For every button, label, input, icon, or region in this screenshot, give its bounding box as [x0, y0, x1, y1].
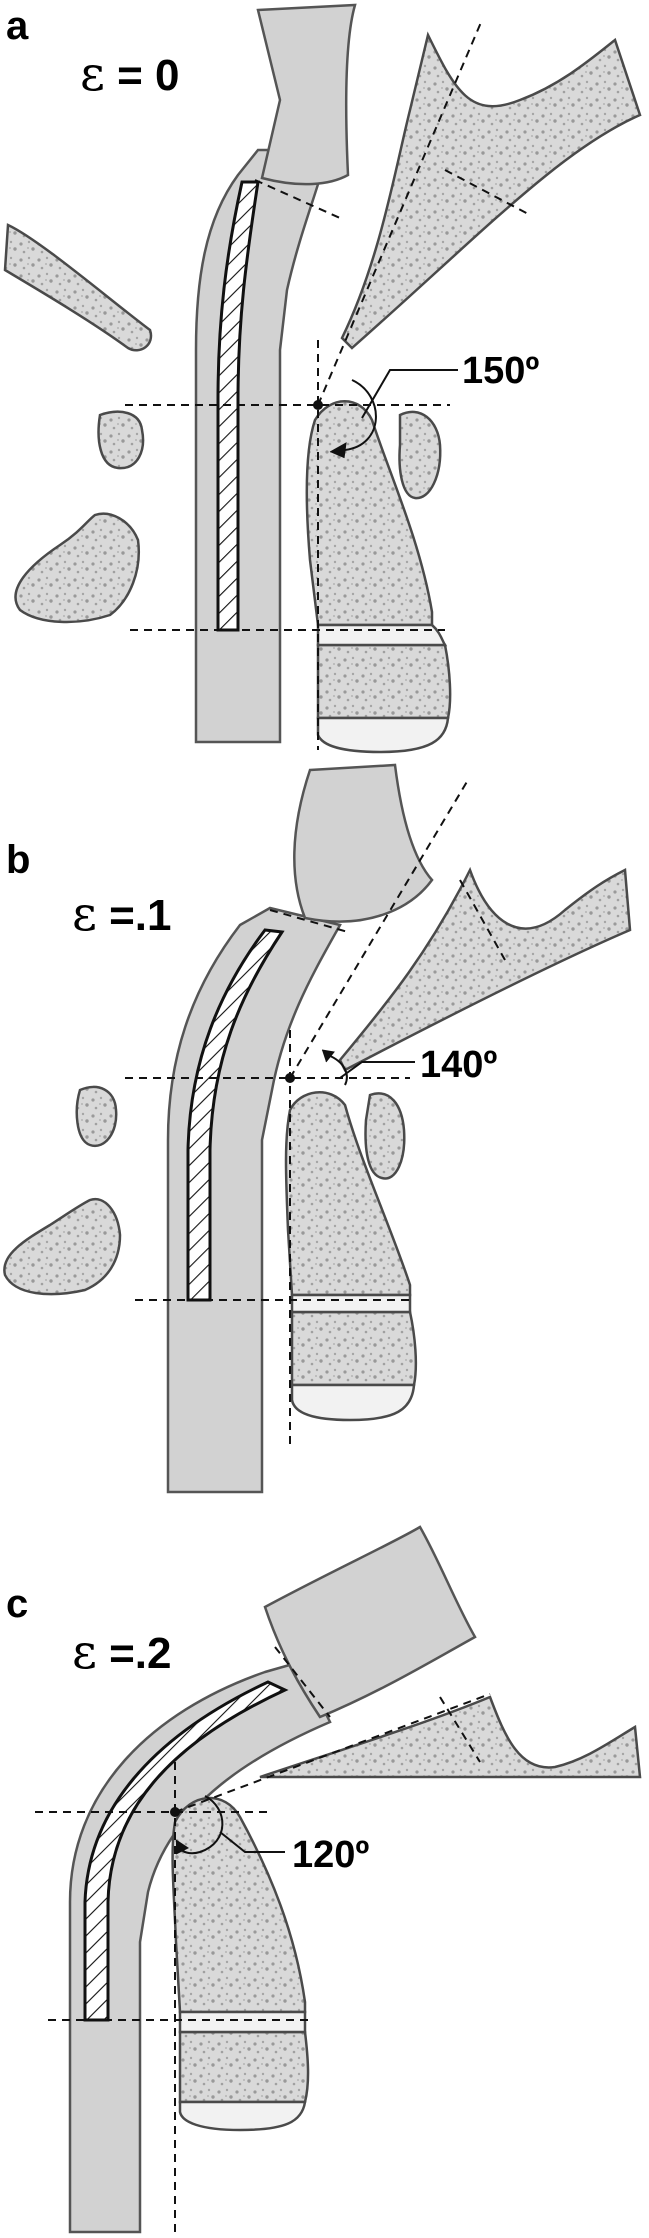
bone-cut-line: [459, 879, 506, 961]
oral-region: [293, 763, 434, 923]
oral-cut-line: [254, 179, 341, 219]
angle-arrow-head: [321, 1049, 335, 1063]
disc-lower: [290, 1383, 416, 1422]
angle-label-c: 120º: [292, 1834, 370, 1876]
panel-c-diagram: [35, 1525, 642, 2237]
bone-cut-line: [444, 169, 531, 216]
panel-b: b ε =.1 140º: [0, 760, 649, 1512]
epsilon-value: =.2: [96, 1629, 172, 1678]
disc-upper: [178, 2010, 307, 2034]
right-small-bone: [398, 410, 442, 500]
vertebra-c2: [284, 1091, 412, 1297]
skull-base-line: [289, 779, 469, 1079]
left-lower-bone: [14, 512, 140, 624]
left-upper-bone: [3, 223, 153, 352]
panel-letter-b: b: [6, 838, 31, 882]
epsilon-symbol: ε: [72, 886, 97, 942]
epsilon-value: = 0: [104, 51, 180, 100]
skull-base-line: [174, 1693, 491, 1813]
panel-letter-c: c: [6, 1582, 29, 1626]
skull-base-bone: [259, 1695, 642, 1779]
panel-b-diagram: [3, 763, 632, 1494]
right-small-bone: [364, 1092, 406, 1180]
angle-arrow-head: [175, 1839, 189, 1855]
oral-cut-line: [274, 1646, 331, 1718]
angle-arc: [327, 1054, 348, 1086]
angle-arc: [344, 379, 377, 451]
epsilon-symbol: ε: [72, 1624, 97, 1680]
disc-lower: [316, 716, 450, 754]
vertex-point: [170, 1807, 180, 1817]
skull-base-bone: [338, 866, 632, 1072]
left-lower-bone: [3, 1197, 122, 1296]
disc-lower: [178, 2100, 307, 2132]
vertex-point: [285, 1073, 295, 1083]
vertebra-c2: [171, 1796, 307, 2014]
skull-base-bone: [340, 31, 642, 350]
left-small-bone: [97, 410, 145, 470]
vertex-point: [313, 400, 323, 410]
vertebra-c3: [316, 643, 452, 720]
left-small-bone: [75, 1085, 118, 1148]
angle-label-b: 140º: [420, 1044, 498, 1086]
angle-arrow-head: [329, 442, 347, 459]
oral-region: [263, 1525, 477, 1719]
endotracheal-tube: [186, 928, 285, 1302]
vertebra-c3: [178, 2030, 310, 2104]
angle-label-a: 150º: [462, 350, 540, 392]
epsilon-value: =.1: [96, 891, 172, 940]
disc-upper: [316, 623, 448, 647]
panel-letter-a: a: [6, 4, 29, 48]
angle-leader: [339, 1061, 415, 1079]
oral-region: [256, 3, 357, 186]
vertebra-c3: [290, 1310, 418, 1387]
epsilon-label-a: ε = 0: [80, 50, 180, 98]
panel-a: a ε = 0 150º: [0, 0, 649, 760]
angle-leader: [219, 1831, 285, 1853]
epsilon-label-b: ε =.1: [72, 890, 172, 938]
panel-c: c ε =.2 120º: [0, 1512, 649, 2238]
bone-cut-line: [439, 1696, 481, 1763]
disc-upper: [290, 1293, 412, 1314]
angle-arc: [179, 1795, 224, 1855]
panel-a-diagram: [3, 3, 642, 754]
endotracheal-tube: [83, 1680, 289, 2022]
epsilon-label-c: ε =.2: [72, 1628, 172, 1676]
angle-leader: [361, 369, 458, 419]
epsilon-symbol: ε: [80, 46, 105, 102]
vertebra-c2: [305, 400, 434, 627]
